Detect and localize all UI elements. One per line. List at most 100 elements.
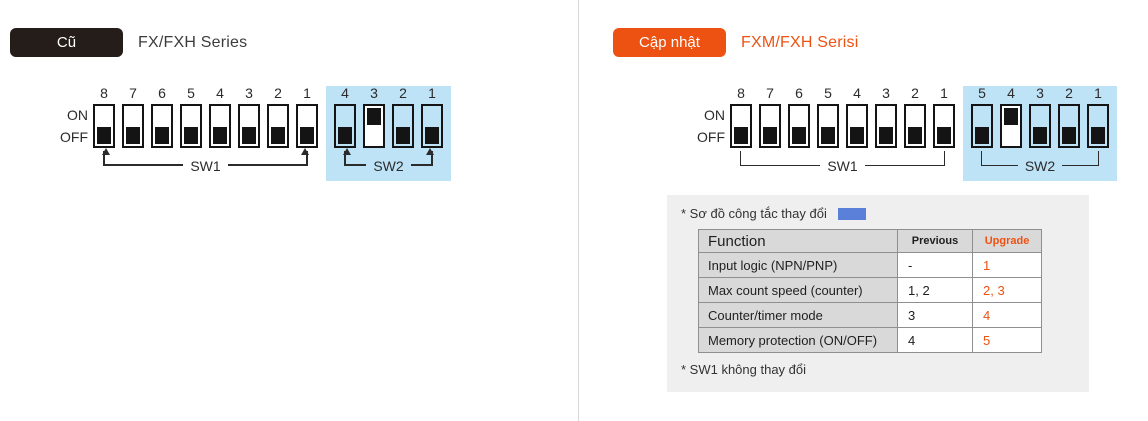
up-arrow-icon [102,148,110,155]
old-series-header: Cũ FX/FXH Series [10,28,247,57]
switch-nub [155,127,169,144]
switch-nub [734,127,748,144]
cell-upgrade: 1 [972,252,1042,278]
switch-slot-off [421,104,443,148]
dip-switch-sw1-3: 3 [238,86,260,148]
switch-nub [367,108,381,125]
switch-number: 3 [882,85,890,101]
switch-nub [792,127,806,144]
up-arrow-icon [343,148,351,155]
dip-switch-sw1-6: 6 [151,86,173,148]
old-badge: Cũ [10,28,123,57]
off-label: OFF [697,129,725,145]
switch-nub [271,127,285,144]
bracket-line [355,151,367,166]
updated-series-header: Cập nhật FXM/FXH Serisi [613,28,858,57]
update-badge: Cập nhật [613,28,726,57]
dip-switch-sw2-2: 2 [392,86,414,148]
switch-number: 2 [1065,85,1073,101]
cell-previous: 3 [897,302,973,328]
switch-number: 6 [158,85,166,101]
old-sw1-bracket: SW1 [93,148,318,177]
switch-number: 1 [428,85,436,101]
bracket-line [751,151,821,166]
cell-previous: - [897,252,973,278]
switch-number: 1 [303,85,311,101]
dip-switch-sw1-1: 1 [296,86,318,148]
bracket-arrow-left [343,148,355,166]
updated-sw1-bracket: SW1 [730,151,955,177]
switch-nub [1033,127,1047,144]
sw1-footnote: * SW1 không thay đổi [681,362,807,377]
switch-slot-off [759,104,781,148]
switch-nub [879,127,893,144]
updated-sw2-bracket: SW2 [971,151,1109,177]
switch-nub [850,127,864,144]
switch-number: 5 [824,85,832,101]
cell-function: Max count speed (counter) [698,277,898,303]
switch-number: 5 [978,85,986,101]
cell-upgrade: 4 [972,302,1042,328]
switch-nub [1004,108,1018,125]
switch-number: 8 [737,85,745,101]
change-note-box: * Sơ đồ công tắc thay đổi Function Previ… [667,195,1089,392]
switch-nub [1091,127,1105,144]
sw1-label: SW1 [827,158,858,174]
dip-switch-sw2-1: 1 [1087,86,1109,148]
switch-nub [1062,127,1076,144]
dip-switch-sw1-4: 4 [209,86,231,148]
cell-previous: 1, 2 [897,277,973,303]
dip-switch-sw2-4: 4 [1000,86,1022,148]
dip-switch-sw1-7: 7 [759,86,781,148]
dip-switch-sw1-8: 8 [93,86,115,148]
dip-switch-sw1-2: 2 [267,86,289,148]
bracket-corner-right [934,151,945,166]
table-header-row: Function Previous Upgrade [698,229,1042,253]
switch-slot-off [730,104,752,148]
switch-number: 1 [1094,85,1102,101]
switch-nub [300,127,314,144]
cell-function: Input logic (NPN/PNP) [698,252,898,278]
switch-slot-off [209,104,231,148]
dip-switch-sw2-5: 5 [971,86,993,148]
switch-number: 1 [940,85,948,101]
bracket-line [410,151,422,166]
switch-nub [97,127,111,144]
switch-number: 4 [216,85,224,101]
dip-switch-sw1-7: 7 [122,86,144,148]
switch-slot-off [93,104,115,148]
switch-nub [425,127,439,144]
sw2-label: SW2 [373,158,404,174]
header-function: Function [698,229,898,253]
bracket-arrow-left [102,148,114,166]
switch-nub [937,127,951,144]
bracket-line [227,151,297,166]
dip-switch-sw1-2: 2 [904,86,926,148]
old-onoff-labels: ON OFF [60,86,88,148]
switch-nub [975,127,989,144]
switch-number: 7 [129,85,137,101]
dip-switch-sw1-5: 5 [180,86,202,148]
bracket-line [992,151,1018,166]
switch-slot-off [817,104,839,148]
switch-number: 5 [187,85,195,101]
dip-switch-sw1-4: 4 [846,86,868,148]
switch-nub [338,127,352,144]
switch-slot-off [1058,104,1080,148]
updated-onoff-labels: ON OFF [697,86,725,148]
switch-change-legend: * Sơ đồ công tắc thay đổi [681,206,866,221]
switch-number: 2 [911,85,919,101]
old-series-title: FX/FXH Series [138,33,248,51]
up-arrow-icon [301,148,309,155]
bracket-arrow-right [297,148,309,166]
cell-function: Memory protection (ON/OFF) [698,327,898,353]
dip-switch-sw1-6: 6 [788,86,810,148]
updated-series-title: FXM/FXH Serisi [741,33,859,51]
switch-number: 3 [245,85,253,101]
